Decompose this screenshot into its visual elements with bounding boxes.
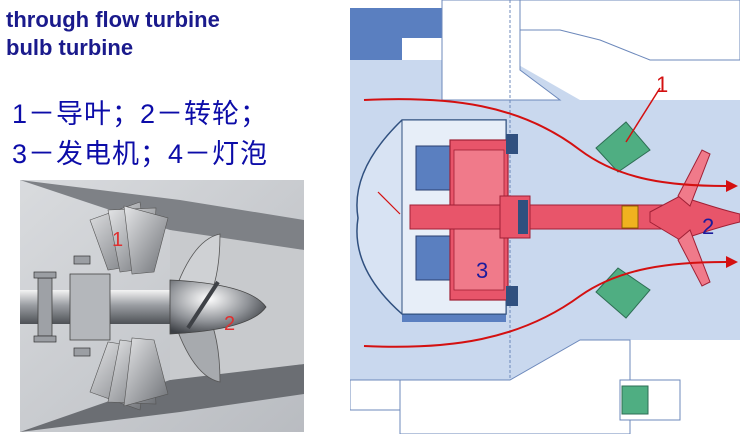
legend-line-2: 3－发电机；4－灯泡 — [12, 139, 269, 169]
cooling-unit-upper — [415, 145, 453, 191]
label-1-leader — [625, 87, 661, 143]
guide-vane-upper — [595, 121, 651, 173]
component-legend: 1－导叶；2－转轮； 3－发电机；4－灯泡 — [12, 94, 268, 174]
flow-arrows — [363, 98, 727, 348]
flow-arrowheads — [726, 180, 738, 268]
pipe-fittings — [33, 255, 91, 357]
cross-section-diagram: 1 2 3 4 — [350, 0, 740, 434]
bearing — [621, 205, 639, 229]
drain-pump — [621, 385, 649, 415]
cooling-unit-lower — [415, 235, 453, 281]
bearing-housing — [69, 273, 111, 341]
cutaway-label-1: 1 — [112, 229, 123, 251]
bearing-flange — [37, 277, 53, 337]
section-label-2: 2 — [702, 214, 714, 239]
runner-blade-upper — [677, 149, 711, 207]
lower-casing — [20, 364, 304, 432]
cutaway-illustration: 1 2 — [20, 180, 304, 432]
upper-casing — [20, 180, 304, 250]
runner-blade-lower — [677, 229, 711, 287]
section-label-3: 3 — [476, 258, 488, 283]
label-4-leader — [377, 191, 401, 215]
cutaway-label-2: 2 — [224, 313, 235, 335]
guide-vanes-upper — [89, 201, 169, 275]
runner-blade-edge — [186, 280, 220, 330]
guide-vanes-lower — [89, 337, 169, 411]
title-bulb-turbine: bulb turbine — [6, 35, 134, 60]
title-through-flow: through flow turbine — [6, 7, 220, 32]
title-block: through flow turbine bulb turbine — [6, 6, 220, 62]
upper-pier-step — [402, 8, 442, 38]
upper-pier — [350, 8, 402, 60]
section-label-1: 1 — [656, 72, 668, 97]
legend-line-1: 1－导叶；2－转轮； — [12, 99, 269, 129]
